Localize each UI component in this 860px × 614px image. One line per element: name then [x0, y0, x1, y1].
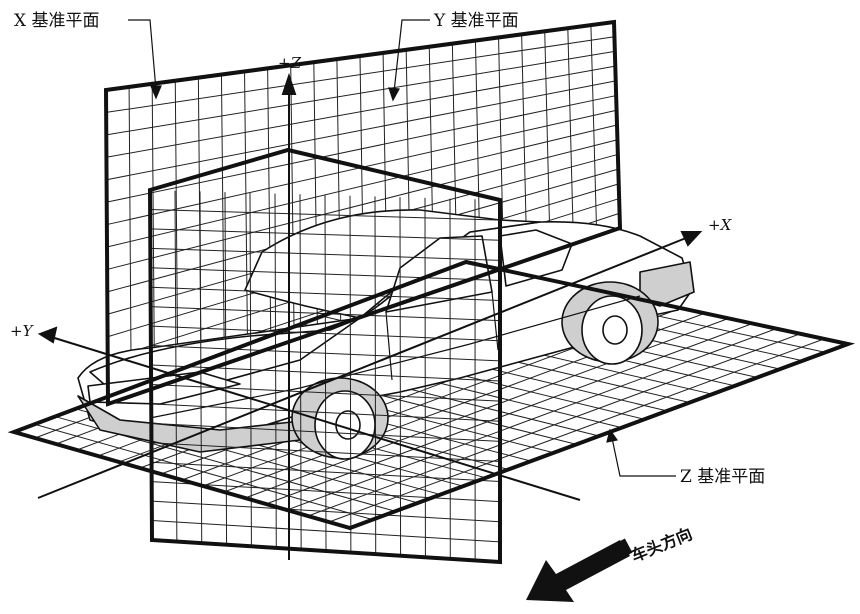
y-plane-label: Y 基准平面	[433, 11, 519, 31]
grid-z-line-v12	[265, 323, 753, 505]
grid-x-line-v10	[151, 383, 501, 402]
x-plane-label: X 基准平面	[14, 11, 100, 31]
y-plane-outline	[103, 19, 623, 407]
x-plane-leader-arrow	[150, 85, 162, 100]
grid-x-line-v12	[151, 422, 501, 442]
y-plane-leader-arrow	[388, 87, 400, 102]
grid-x-line-v17	[151, 520, 501, 543]
y-plane-leader	[393, 19, 430, 93]
z-plane-leader-arrow	[606, 428, 619, 443]
axis-plus-z-label: +Z	[278, 54, 302, 72]
x-axis	[37, 237, 687, 499]
x-axis-arrowhead	[680, 231, 703, 247]
x-plane-outline	[147, 147, 502, 565]
plane-outlines	[7, 19, 856, 565]
z-plane-outline	[7, 259, 856, 531]
grid-z-line-v14	[307, 333, 801, 517]
grid-y-line-v7	[106, 124, 618, 248]
grid-x-line-v14	[151, 461, 501, 483]
grid-y-line-v8	[107, 139, 618, 270]
car-rear-hub	[602, 315, 628, 345]
car-door-line	[385, 311, 393, 381]
grid-y-line-v2	[106, 50, 615, 136]
grid-z-line-v15	[328, 338, 825, 523]
grid-x-line-v8	[150, 345, 501, 362]
grid-y-line-v3	[106, 65, 616, 158]
z-plane-leader	[611, 437, 676, 477]
heading-arrow-head	[526, 540, 630, 602]
grid-x-line-v3	[150, 247, 501, 261]
grid-z-line-v13	[286, 328, 777, 511]
axes	[37, 72, 703, 560]
grid-x-line-v2	[150, 228, 501, 241]
heading-arrow-tick-2	[620, 538, 633, 556]
y-axis-arrowhead	[37, 326, 58, 344]
grid-x-line-v16	[151, 500, 501, 523]
heading-arrow	[526, 538, 633, 602]
z-axis-arrowhead	[281, 72, 297, 95]
grid-x-line-v11	[151, 403, 501, 422]
heading-label: 车头方向	[628, 524, 694, 566]
car-roof	[244, 209, 541, 319]
y-axis	[47, 335, 581, 501]
axis-plus-y-label: +Y	[10, 322, 35, 340]
grid-x-line-v1	[150, 208, 501, 221]
axis-plus-x-label: +X	[708, 216, 733, 234]
grid-x-line-v4	[150, 267, 501, 281]
heading-arrow-tick-1	[610, 543, 624, 561]
grid-y-line-v1	[106, 36, 615, 113]
grid-y-line-v4	[106, 80, 616, 181]
leader-lines	[128, 19, 676, 477]
x-plane-leader	[128, 19, 157, 91]
grid-x-line-v5	[150, 286, 501, 302]
z-plane-label: Z 基准平面	[680, 467, 765, 487]
grid-x-line-v7	[150, 325, 501, 342]
car-crease	[149, 295, 641, 419]
grid-x-line-v15	[151, 481, 501, 503]
grid-y-line-v5	[106, 95, 617, 203]
